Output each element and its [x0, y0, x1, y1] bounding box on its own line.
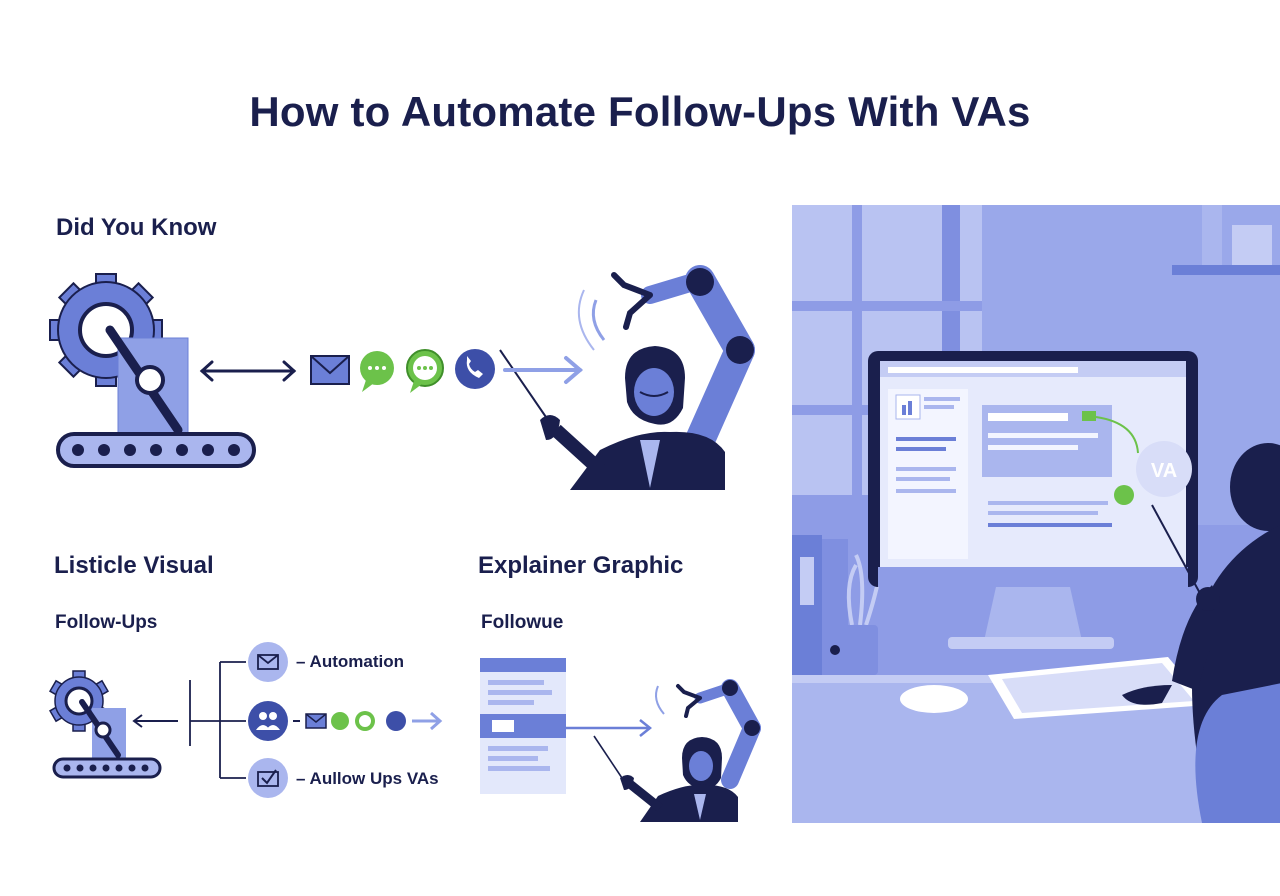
list-item-label: – Aullow Ups VAs — [296, 769, 439, 788]
robot-arm-icon — [577, 265, 755, 455]
list-item-label: – Automation — [296, 652, 404, 671]
office-scene: VA — [792, 205, 1280, 823]
chat-bubble-icon — [406, 349, 444, 393]
listicle-illustration — [48, 642, 443, 798]
envelope-icon — [310, 355, 350, 385]
people-icon — [248, 701, 288, 741]
section-listicle: Listicle Visual — [54, 552, 214, 579]
document-card — [480, 658, 566, 794]
explainer-illustration — [480, 658, 761, 822]
tree-connector — [189, 661, 246, 779]
check-envelope-icon — [248, 758, 288, 798]
envelope-icon — [248, 642, 288, 682]
monitor — [868, 351, 1198, 649]
binders — [792, 535, 848, 685]
chat-bubble-icon — [331, 712, 349, 730]
person-icon — [540, 346, 725, 490]
phone-icon — [455, 349, 495, 389]
robot-arm-icon — [655, 679, 761, 789]
conveyor-icon — [52, 757, 162, 779]
arrow-right-icon — [566, 719, 653, 737]
mouse — [900, 685, 968, 713]
person-icon — [1122, 443, 1280, 823]
conveyor-icon — [56, 432, 256, 468]
plant — [844, 554, 882, 675]
va-bubble-text: VA — [1151, 460, 1177, 482]
va-bubble — [1136, 441, 1192, 497]
arrow-right-icon — [503, 356, 584, 384]
explainer-subtitle: Followue — [481, 612, 564, 633]
arrow-right-icon — [412, 711, 443, 731]
listicle-subtitle: Follow-Ups — [55, 612, 158, 633]
phone-icon — [386, 711, 406, 731]
shelf — [1172, 205, 1280, 275]
chat-bubble-icon — [360, 351, 394, 392]
arrow-left-icon — [132, 714, 178, 728]
section-explainer: Explainer Graphic — [478, 552, 684, 579]
gear-machine-illustration — [49, 265, 755, 490]
double-arrow-icon — [199, 360, 297, 382]
envelope-icon — [305, 713, 327, 729]
person-icon — [620, 737, 738, 822]
chat-bubble-icon — [355, 711, 375, 731]
page-title: How to Automate Follow-Ups With VAs — [249, 88, 1031, 135]
section-did-you-know: Did You Know — [56, 214, 217, 241]
